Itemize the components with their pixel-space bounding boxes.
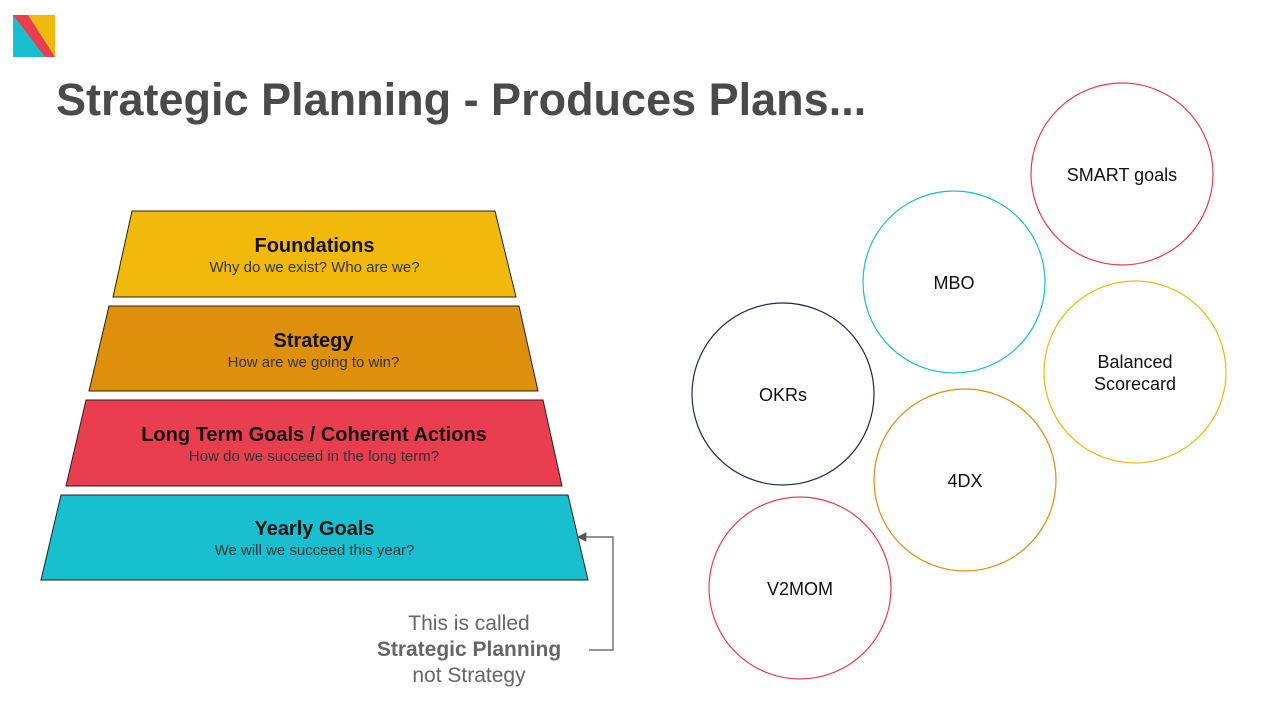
tier-text-strategy: Strategy How are we going to win? [89,329,538,372]
framework-label-4dx: 4DX [947,471,983,491]
tier-subtitle: How do we succeed in the long term? [188,448,440,465]
framework-label-mbo: MBO [933,273,975,293]
framework-circle-v2mom [708,496,892,680]
strategic-planning-note: This is called Strategic Planning not St… [360,611,578,689]
framework-circle-4dx [873,388,1057,572]
tier-subtitle: How are we going to win? [227,354,400,371]
pyramid-tier-long-term-goals [65,399,563,487]
tier-heading: Yearly Goals [254,518,375,540]
framework-label-okrs: OKRs [758,385,807,405]
framework-circle-balanced-scorecard [1043,280,1227,464]
tier-subtitle: We will we succeed this year? [214,542,415,559]
note-line-3: not Strategy [412,664,526,687]
logo-red-shape [13,15,55,57]
framework-label-v2mom: V2MOM [766,579,833,599]
pyramid-tier-yearly-goals [40,494,589,581]
framework-label-balanced-scorecard: Balanced Scorecard [1093,352,1177,394]
note-line-1: This is called [408,612,530,635]
framework-circle-smart-goals [1030,82,1214,266]
note-line-2: Strategic Planning [376,638,562,661]
note-connector-arrow [576,532,614,651]
tier-subtitle: Why do we exist? Who are we? [209,259,420,276]
framework-circle-mbo [862,190,1046,374]
page-title: Strategic Planning - Produces Plans... [56,74,867,125]
tier-heading: Strategy [273,330,354,352]
pyramid-tier-strategy [88,305,539,392]
framework-circle-okrs [691,302,875,486]
tier-text-yearly-goals: Yearly Goals We will we succeed this yea… [41,517,588,560]
pyramid-tier-foundations [112,210,517,298]
tier-heading: Long Term Goals / Coherent Actions [141,424,487,446]
tier-heading: Foundations [254,235,375,257]
triangle-logo [13,15,55,57]
framework-label-smart-goals: SMART goals [1066,165,1178,185]
tier-text-foundations: Foundations Why do we exist? Who are we? [113,234,516,277]
tier-text-long-term-goals: Long Term Goals / Coherent Actions How d… [66,423,562,466]
